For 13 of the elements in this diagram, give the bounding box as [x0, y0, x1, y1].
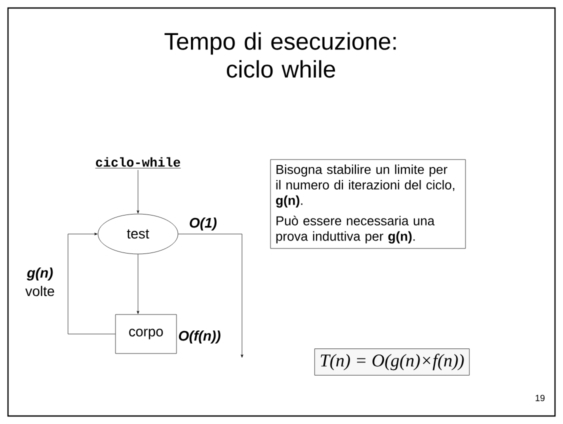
arrow	[136, 254, 140, 314]
process-box: corpo	[115, 314, 177, 354]
note-box: Bisogna stabilire un limite per il numero di iterazioni del ciclo, g(n). Può essere necessaria una prova induttiva per g(n).	[270, 159, 466, 249]
code-heading: ciclo-while	[95, 157, 181, 168]
page-number: 19	[536, 394, 545, 402]
arrow	[178, 234, 244, 358]
title: Tempo di esecuzione: ciclo while	[164, 32, 396, 78]
arrow	[68, 232, 116, 334]
formula-label: g(n)	[26, 268, 53, 280]
arrow	[136, 170, 140, 214]
formula-label: O(1)	[190, 218, 217, 230]
loop-count-label: volte	[25, 286, 54, 296]
formula-box: T(n) = O(g(n)×f(n))	[314, 348, 470, 376]
